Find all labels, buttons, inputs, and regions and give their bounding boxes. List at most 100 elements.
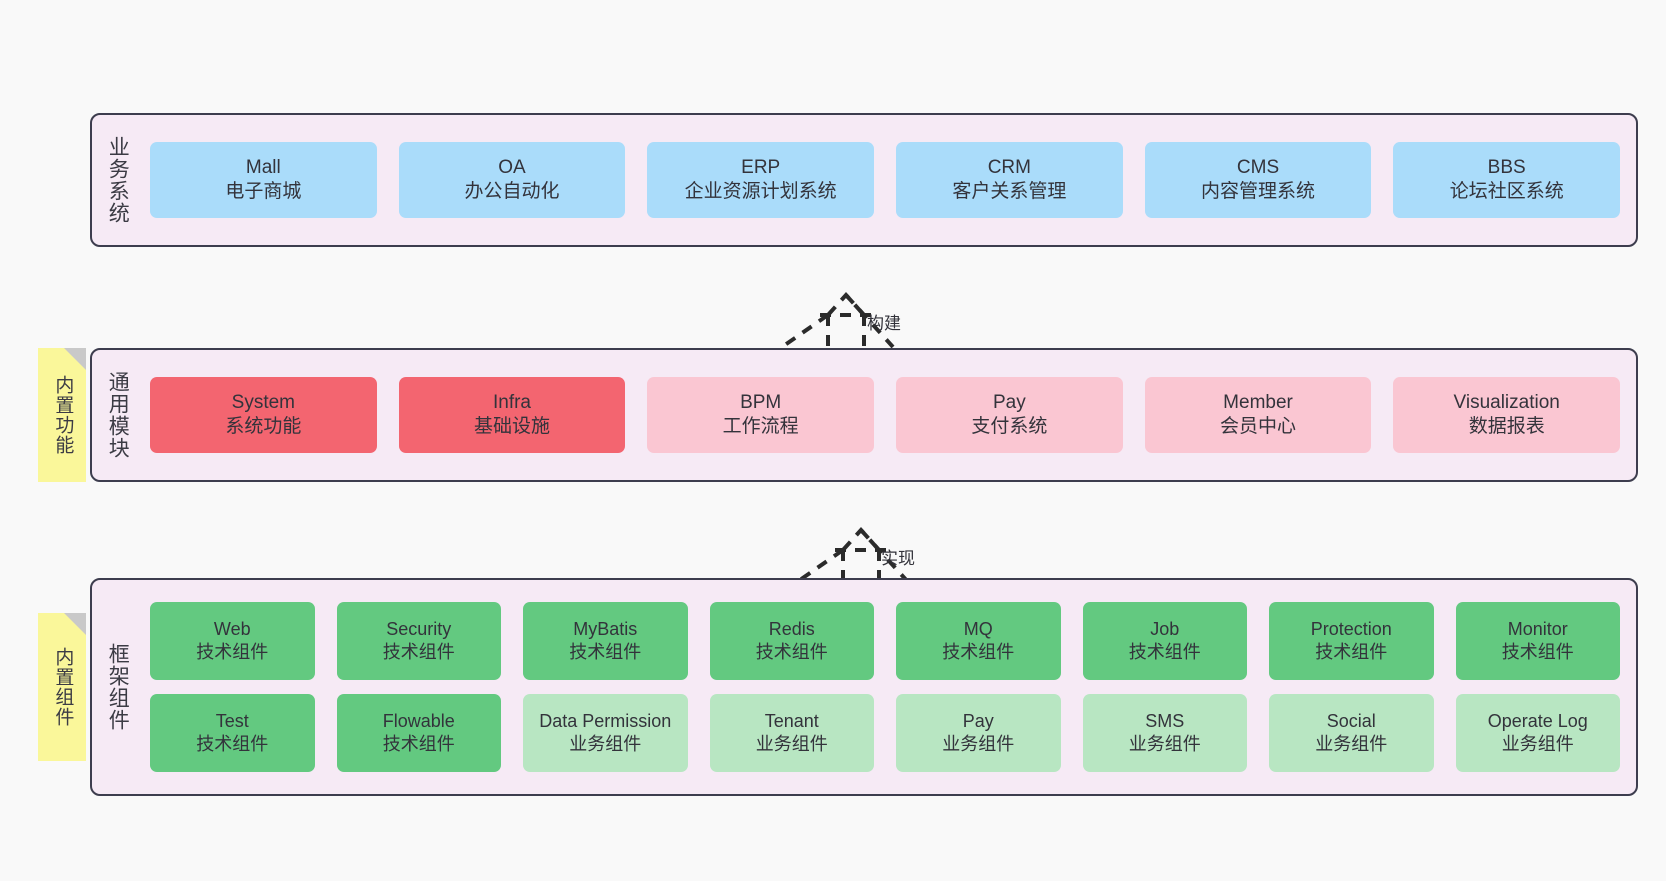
connector-implement-arrow bbox=[795, 527, 910, 588]
card-title: Data Permission bbox=[539, 710, 672, 731]
card-bpm[interactable]: BPM 工作流程 bbox=[647, 377, 875, 453]
card-pay-module[interactable]: Pay 支付系统 bbox=[896, 377, 1123, 453]
card-subtitle: 业务组件 bbox=[569, 734, 642, 754]
card-title: Test bbox=[215, 710, 249, 731]
card-bbs[interactable]: BBS 论坛社区系统 bbox=[1393, 142, 1621, 218]
card-security[interactable]: Security 技术组件 bbox=[336, 602, 501, 680]
card-subtitle: 业务组件 bbox=[1315, 734, 1388, 754]
note-label: 内置组件 bbox=[52, 647, 74, 727]
card-title: Pay bbox=[962, 710, 994, 731]
card-title: Member bbox=[1223, 391, 1293, 413]
card-subtitle: 工作流程 bbox=[722, 416, 799, 437]
card-data-permission[interactable]: Data Permission 业务组件 bbox=[523, 694, 688, 772]
card-subtitle: 技术组件 bbox=[755, 642, 828, 662]
card-redis[interactable]: Redis 技术组件 bbox=[709, 602, 874, 680]
connector-label-implement: 实现 bbox=[881, 549, 915, 568]
layer-framework-components: 框架组件 Web 技术组件 Security 技术组件 MyBatis 技术组件… bbox=[90, 578, 1638, 796]
card-web[interactable]: Web 技术组件 bbox=[150, 602, 315, 680]
card-title: Infra bbox=[492, 391, 532, 413]
card-title: Pay bbox=[992, 391, 1026, 413]
card-title: Flowable bbox=[382, 710, 455, 731]
card-subtitle: 企业资源计划系统 bbox=[684, 181, 837, 202]
card-flowable[interactable]: Flowable 技术组件 bbox=[336, 694, 501, 772]
card-title: CMS bbox=[1236, 156, 1280, 178]
card-title: Job bbox=[1150, 618, 1180, 639]
layer-business-systems: 业务系统 Mall 电子商城 OA 办公自动化 ERP 企业资源计划系统 CRM… bbox=[90, 113, 1638, 247]
card-subtitle: 客户关系管理 bbox=[952, 181, 1067, 202]
card-title: SMS bbox=[1145, 710, 1185, 731]
card-mall[interactable]: Mall 电子商城 bbox=[150, 142, 377, 218]
card-sms[interactable]: SMS 业务组件 bbox=[1082, 694, 1247, 772]
card-subtitle: 技术组件 bbox=[196, 642, 269, 662]
card-title: Security bbox=[386, 618, 452, 639]
card-title: Mall bbox=[245, 156, 281, 178]
card-subtitle: 技术组件 bbox=[1315, 642, 1388, 662]
card-subtitle: 内容管理系统 bbox=[1201, 181, 1316, 202]
layer-common-modules: 通用模块 System 系统功能 Infra 基础设施 BPM 工作流程 Pay… bbox=[90, 348, 1638, 482]
card-system[interactable]: System 系统功能 bbox=[150, 377, 377, 453]
card-test[interactable]: Test 技术组件 bbox=[150, 694, 315, 772]
connector-build-arrow bbox=[780, 292, 895, 353]
note-builtin-components: 内置组件 bbox=[38, 613, 86, 761]
card-monitor[interactable]: Monitor 技术组件 bbox=[1455, 602, 1620, 680]
card-title: Web bbox=[213, 618, 251, 639]
card-subtitle: 技术组件 bbox=[382, 734, 455, 754]
card-subtitle: 技术组件 bbox=[1128, 642, 1201, 662]
card-subtitle: 业务组件 bbox=[1501, 734, 1574, 754]
layer-title-business: 业务系统 bbox=[106, 136, 130, 224]
card-row: Web 技术组件 Security 技术组件 MyBatis 技术组件 Redi… bbox=[150, 602, 1620, 680]
card-crm[interactable]: CRM 客户关系管理 bbox=[896, 142, 1123, 218]
card-subtitle: 系统功能 bbox=[225, 416, 302, 437]
card-title: Tenant bbox=[764, 710, 819, 731]
card-job[interactable]: Job 技术组件 bbox=[1082, 602, 1247, 680]
layer-body-framework: Web 技术组件 Security 技术组件 MyBatis 技术组件 Redi… bbox=[142, 580, 1636, 794]
card-subtitle: 基础设施 bbox=[474, 416, 551, 437]
card-subtitle: 技术组件 bbox=[382, 642, 455, 662]
card-subtitle: 技术组件 bbox=[196, 734, 269, 754]
card-title: MQ bbox=[963, 618, 993, 639]
card-subtitle: 支付系统 bbox=[971, 416, 1048, 437]
card-subtitle: 技术组件 bbox=[1501, 642, 1574, 662]
card-subtitle: 业务组件 bbox=[755, 734, 828, 754]
layer-title-common: 通用模块 bbox=[106, 371, 130, 459]
card-title: Operate Log bbox=[1487, 710, 1588, 731]
card-subtitle: 业务组件 bbox=[942, 734, 1015, 754]
card-title: OA bbox=[498, 156, 526, 178]
layer-title-framework: 框架组件 bbox=[106, 643, 130, 731]
card-title: System bbox=[231, 391, 296, 413]
card-title: MyBatis bbox=[573, 618, 638, 639]
arrow-diagonal-left bbox=[780, 313, 830, 349]
card-tenant[interactable]: Tenant 业务组件 bbox=[709, 694, 874, 772]
card-infra[interactable]: Infra 基础设施 bbox=[398, 377, 626, 453]
card-pay-component[interactable]: Pay 业务组件 bbox=[896, 694, 1061, 772]
card-social[interactable]: Social 业务组件 bbox=[1269, 694, 1434, 772]
card-subtitle: 技术组件 bbox=[569, 642, 642, 662]
card-row: Mall 电子商城 OA 办公自动化 ERP 企业资源计划系统 CRM 客户关系… bbox=[150, 142, 1621, 218]
card-subtitle: 电子商城 bbox=[225, 181, 302, 202]
card-operate-log[interactable]: Operate Log 业务组件 bbox=[1455, 694, 1620, 772]
card-cms[interactable]: CMS 内容管理系统 bbox=[1144, 142, 1372, 218]
arrowhead-triangle-left bbox=[826, 292, 866, 317]
card-row: Test 技术组件 Flowable 技术组件 Data Permission … bbox=[150, 694, 1620, 772]
card-oa[interactable]: OA 办公自动化 bbox=[398, 142, 626, 218]
card-row: System 系统功能 Infra 基础设施 BPM 工作流程 Pay 支付系统… bbox=[150, 377, 1621, 453]
card-mq[interactable]: MQ 技术组件 bbox=[896, 602, 1061, 680]
card-protection[interactable]: Protection 技术组件 bbox=[1269, 602, 1434, 680]
connector-label-build: 构建 bbox=[867, 314, 901, 333]
card-subtitle: 论坛社区系统 bbox=[1449, 181, 1564, 202]
card-title: BBS bbox=[1487, 156, 1526, 178]
card-erp[interactable]: ERP 企业资源计划系统 bbox=[647, 142, 875, 218]
note-label: 内置功能 bbox=[52, 375, 74, 455]
card-title: Visualization bbox=[1453, 391, 1560, 413]
layer-body-business: Mall 电子商城 OA 办公自动化 ERP 企业资源计划系统 CRM 客户关系… bbox=[142, 115, 1636, 245]
card-subtitle: 办公自动化 bbox=[464, 181, 560, 202]
note-builtin-features: 内置功能 bbox=[38, 348, 86, 482]
card-subtitle: 业务组件 bbox=[1128, 734, 1201, 754]
card-member[interactable]: Member 会员中心 bbox=[1144, 377, 1372, 453]
card-visualization[interactable]: Visualization 数据报表 bbox=[1393, 377, 1621, 453]
card-title: Protection bbox=[1310, 618, 1392, 639]
card-subtitle: 技术组件 bbox=[942, 642, 1015, 662]
card-title: CRM bbox=[987, 156, 1031, 178]
card-mybatis[interactable]: MyBatis 技术组件 bbox=[523, 602, 688, 680]
card-subtitle: 会员中心 bbox=[1220, 416, 1297, 437]
